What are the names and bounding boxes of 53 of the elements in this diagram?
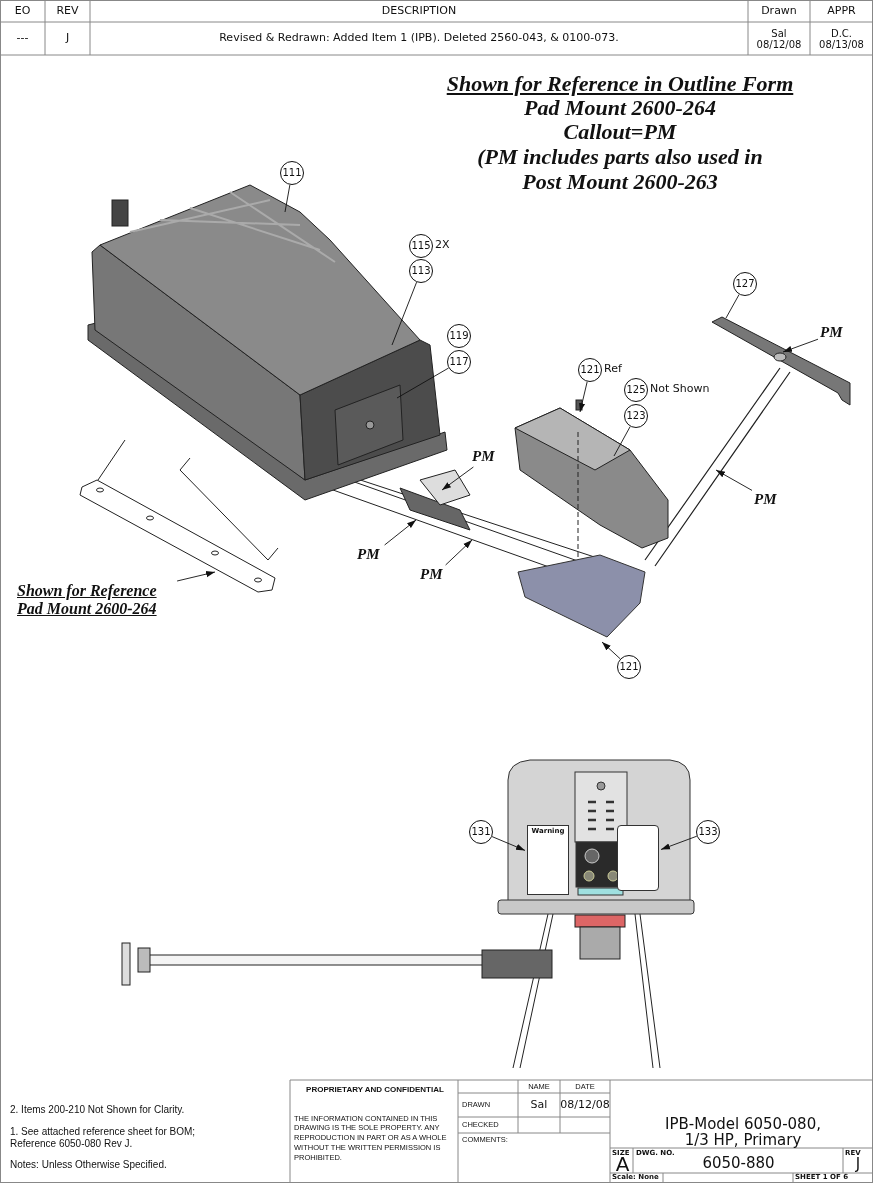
title-block-value: Sal: [529, 1096, 549, 1113]
leader-line: [613, 426, 631, 457]
reference-note: (PM includes parts also used in: [476, 145, 764, 170]
callout-text: PM: [420, 566, 443, 583]
reference-note: Pad Mount 2600-264: [524, 96, 717, 121]
callout-note: Ref: [604, 363, 622, 374]
callout-number: 127: [733, 272, 757, 296]
callout-number: 121: [578, 358, 602, 382]
drawing-note: Notes: Unless Otherwise Specified.: [10, 1158, 168, 1172]
warning-label-sticker: [617, 825, 659, 891]
revision-entry: J: [64, 30, 71, 47]
drawing-note: 1. See attached reference sheet for BOM; Reference 6050-080 Rev J.: [10, 1125, 197, 1151]
column-header: REV: [55, 2, 80, 19]
callout-text: PM: [472, 448, 495, 465]
leader-line: [725, 294, 740, 319]
revision-entry: Sal 08/12/08: [755, 26, 803, 52]
revision-entry: D.C. 08/13/08: [818, 26, 865, 52]
drawing-note: 2. Items 200-210 Not Shown for Clarity.: [10, 1103, 186, 1117]
callout-text: PM: [754, 491, 777, 508]
column-header: APPR: [826, 2, 857, 19]
reference-heading: Shown for Reference in Outline Form: [445, 70, 795, 98]
reference-note: Callout=PM: [562, 120, 678, 145]
drawing-number: 6050-880: [701, 1153, 776, 1173]
column-header: DESCRIPTION: [380, 2, 458, 19]
callout-number: 115: [409, 234, 433, 258]
reference-note: Post Mount 2600-263: [521, 170, 719, 195]
title-block-heading: PROPRIETARY AND CONFIDENTIAL: [305, 1084, 445, 1096]
title-block-value: 08/12/08: [560, 1096, 610, 1113]
revision-description: Revised & Redrawn: Added Item 1 (IPB). Deleted 2560-043, & 0100-073.: [218, 30, 620, 47]
drawing-title: IPB-Model 6050-080, 1/3 HP, Primary: [664, 1115, 822, 1149]
callout-text: Shown for Reference Pad Mount 2600-264: [17, 582, 177, 618]
callout-number: 125: [624, 378, 648, 402]
callout-number: 119: [447, 324, 471, 348]
callout-number: 131: [469, 820, 493, 844]
callout-number: 113: [409, 259, 433, 283]
callout-note: Not Shown: [650, 383, 710, 394]
callout-note: 2X: [435, 239, 450, 250]
leader-line: [284, 184, 291, 213]
column-header: EO: [13, 2, 32, 19]
callout-number: 111: [280, 161, 304, 185]
callout-number: 133: [696, 820, 720, 844]
callout-number: 121: [617, 655, 641, 679]
callout-number: 117: [447, 350, 471, 374]
column-header: Drawn: [760, 2, 798, 19]
title-block-value: A: [615, 1155, 630, 1173]
callout-number: 123: [624, 404, 648, 428]
leader-line: [396, 367, 450, 399]
title-block-value: J: [855, 1155, 862, 1173]
callout-text: PM: [820, 324, 843, 341]
leader-line: [391, 281, 418, 346]
revision-entry: ---: [15, 30, 30, 47]
callout-text: PM: [357, 546, 380, 563]
warning-label-sticker: [527, 825, 569, 895]
